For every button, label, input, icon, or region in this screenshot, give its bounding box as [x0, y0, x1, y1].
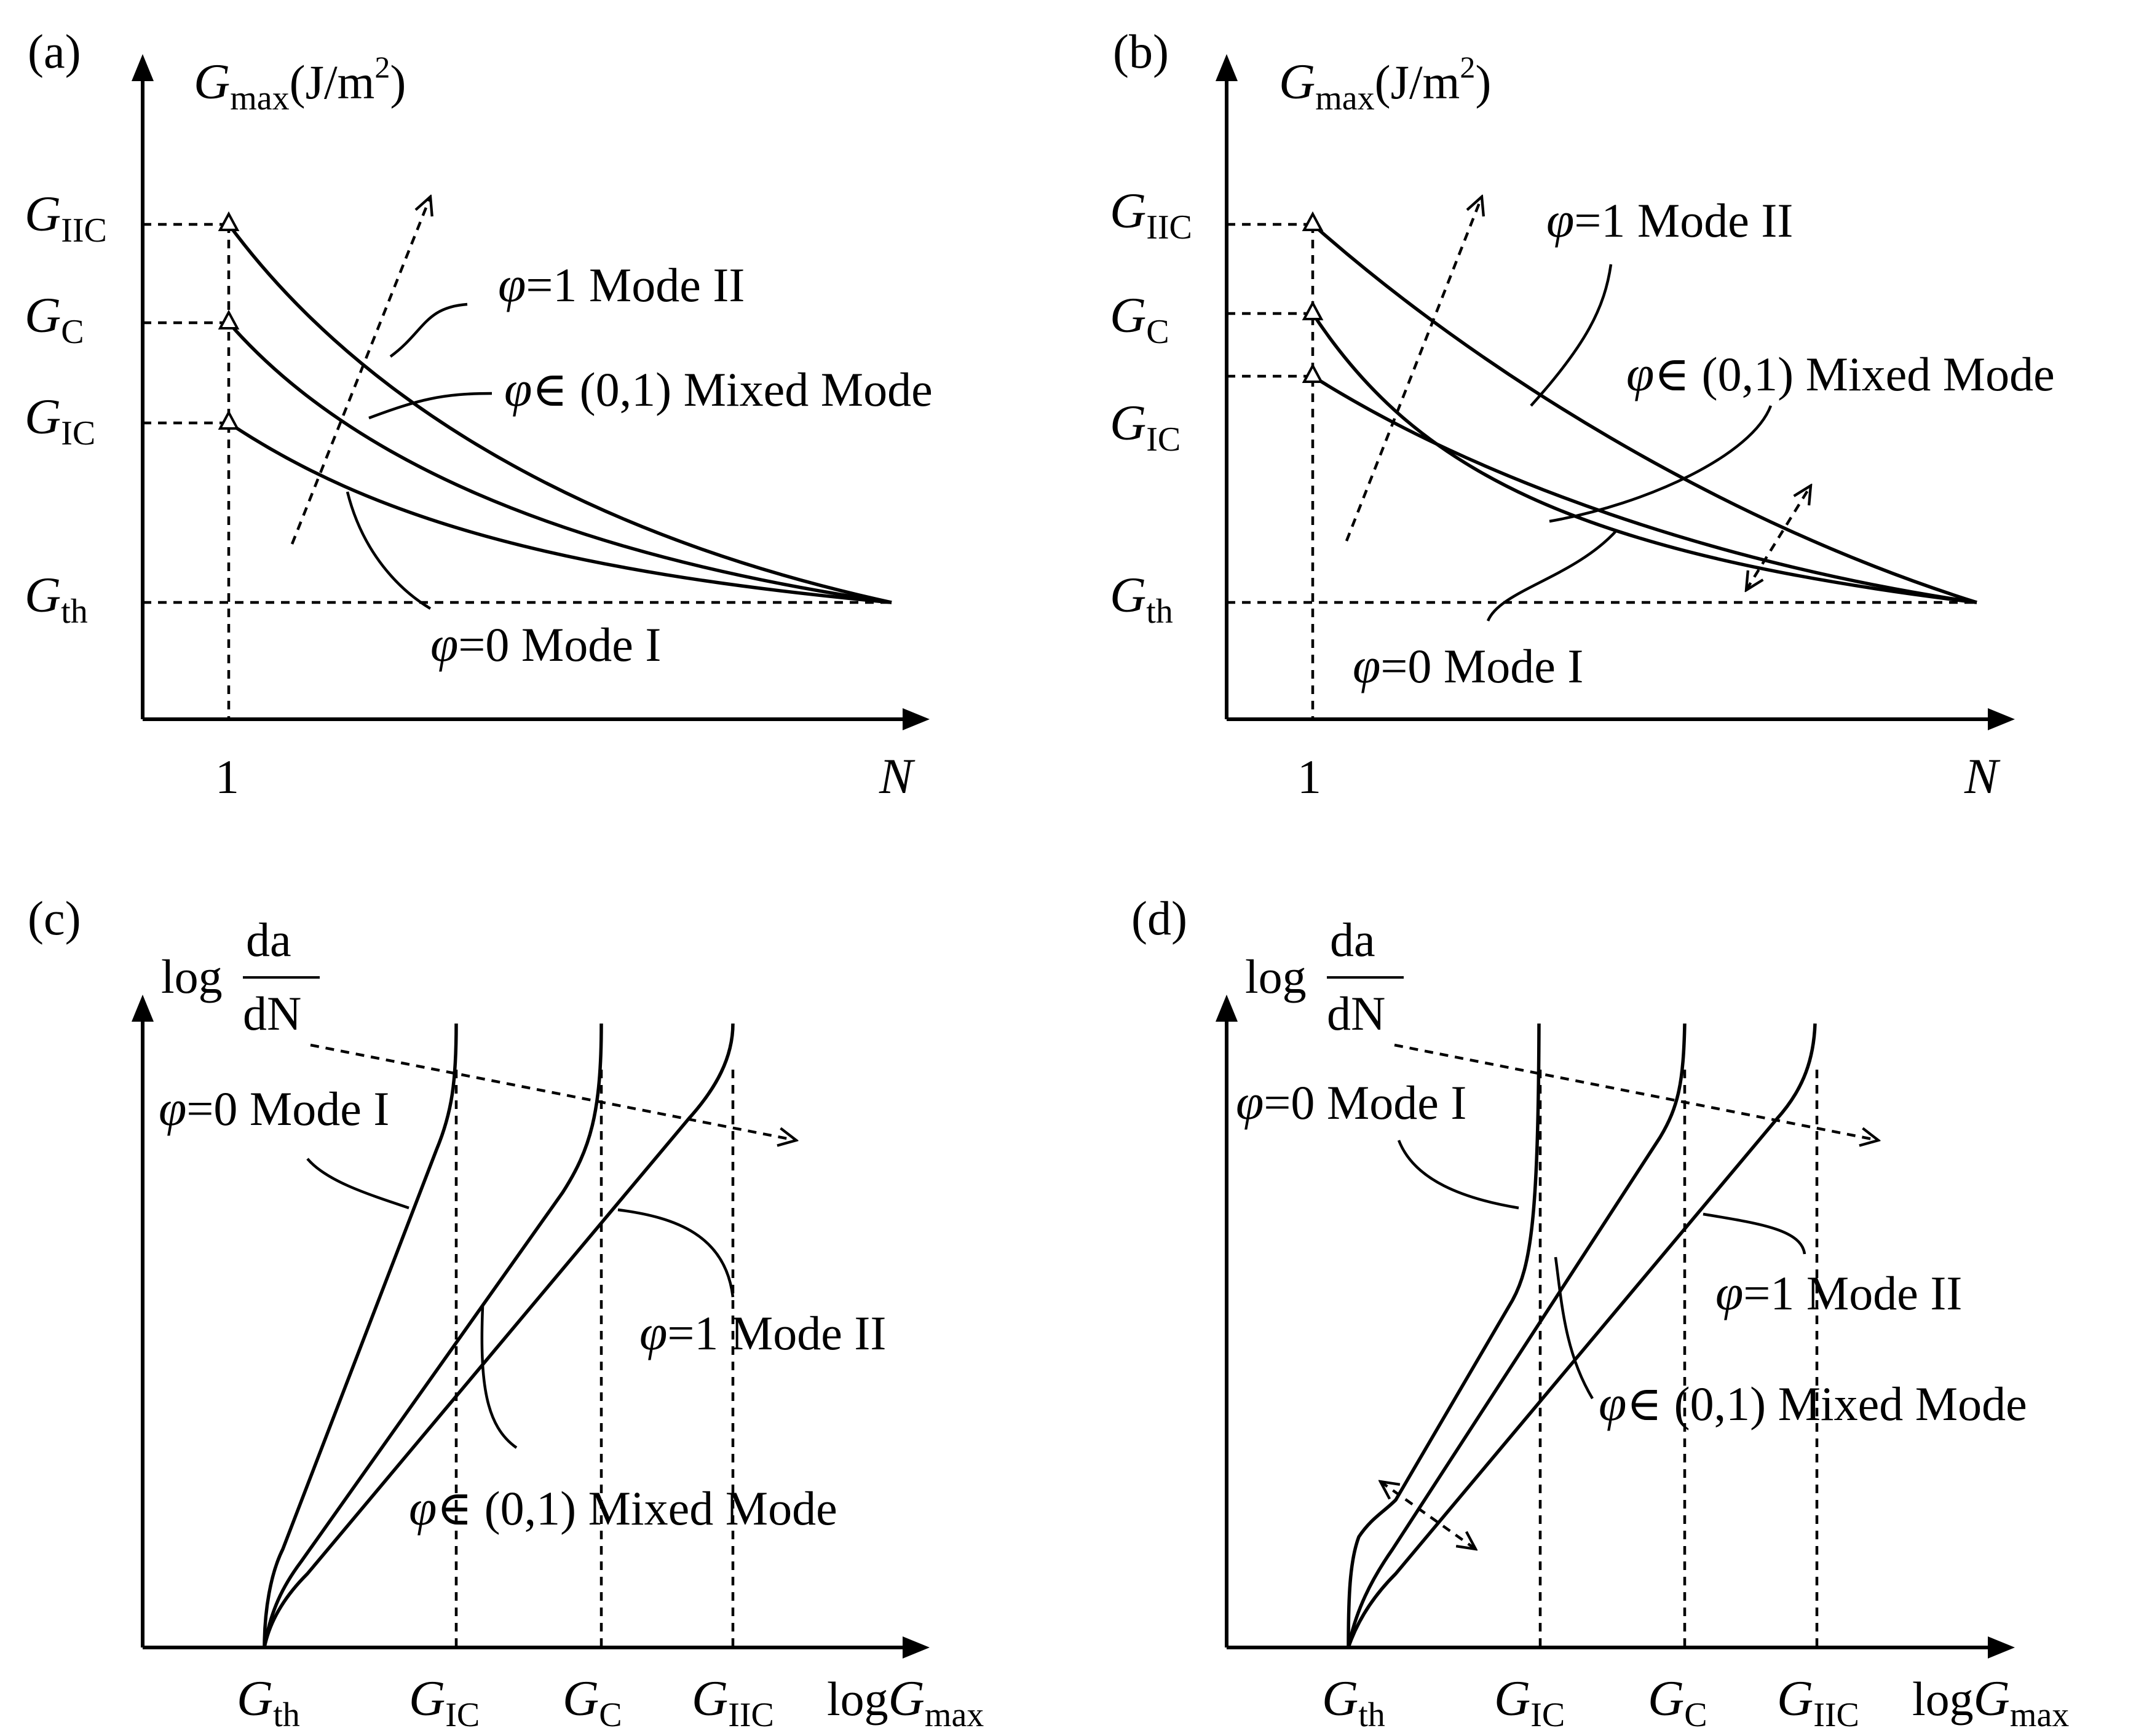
- panel-c-tick-g1c: GIC: [409, 1670, 480, 1734]
- panel-b: (b) Gmax(J/m2) GIIC GC GIC Gth 1 N φ=1 M…: [1110, 25, 2055, 804]
- panel-a-curve-mode1: [227, 421, 892, 604]
- panel-d-leader-mode1: [1397, 1140, 1519, 1210]
- panel-a-y-title: Gmax(J/m2): [194, 50, 406, 117]
- panel-b-label-mixed: φ∈ (0,1) Mixed Mode: [1626, 345, 2055, 401]
- panel-d-label-mode2: φ=1 Mode II: [1715, 1265, 1962, 1320]
- panel-c-leader-mode1: [306, 1158, 409, 1210]
- panel-c-tick-gc: GC: [563, 1670, 622, 1734]
- panel-b-y-title: Gmax(J/m2): [1279, 50, 1491, 117]
- panel-d-tick-g1c: GIC: [1494, 1670, 1565, 1734]
- panel-a-label-mode1: φ=0 Mode I: [430, 616, 661, 672]
- panel-b-tick-gc: GC: [1110, 287, 1169, 351]
- panel-c-x-title: logGmax: [827, 1670, 984, 1734]
- panel-b-x-arrow: [1988, 708, 2015, 730]
- panel-a-curve-mixed: [227, 322, 892, 604]
- panel-a-tick-g2c: GIIC: [25, 186, 107, 250]
- panel-a-leader-mode1: [346, 491, 432, 610]
- panel-c-curve-mode1: [263, 1023, 458, 1648]
- panel-a: (a) Gmax(J/m2) GIIC GC GIC Gth 1 N: [25, 25, 933, 804]
- panel-b-y-arrow: [1216, 54, 1238, 81]
- panel-a-leader-mode2: [389, 302, 468, 358]
- panel-c-tick-g2c: GIIC: [692, 1670, 774, 1734]
- panel-a-tick-g1c: GIC: [25, 389, 95, 452]
- panel-a-tick-gth: Gth: [25, 567, 88, 631]
- panel-b-x-title: N: [1964, 748, 2001, 804]
- panel-b-label: (b): [1113, 25, 1169, 78]
- panel-d-cross-arrow: [1380, 1482, 1476, 1549]
- panel-b-trend-arrow: [1345, 197, 1482, 542]
- panel-c-tick-gth: Gth: [237, 1670, 300, 1734]
- panel-d-y-log: log: [1245, 950, 1307, 1003]
- panel-c-x-arrow: [903, 1636, 930, 1659]
- panel-d-y-arrow: [1216, 995, 1238, 1022]
- panel-c: (c) log da dN Gth GIC GC GIIC logGmax φ=…: [28, 891, 984, 1734]
- panel-a-trend-arrow: [290, 197, 430, 545]
- panel-b-marker-g1c: [1302, 363, 1324, 383]
- panel-d-tick-gth: Gth: [1322, 1670, 1385, 1734]
- panel-a-label: (a): [28, 25, 81, 78]
- panel-d-curve-mixed: [1347, 1023, 1687, 1648]
- panel-c-label-mode1: φ=0 Mode I: [159, 1080, 389, 1136]
- panel-b-curve-mode2: [1311, 223, 1977, 604]
- panel-a-marker-g1c: [218, 409, 240, 430]
- panel-b-cross-arrow: [1746, 486, 1811, 590]
- panel-b-marker-g2c: [1302, 211, 1324, 231]
- panel-b-tick-gth: Gth: [1110, 567, 1173, 631]
- panel-d-tick-g2c: GIIC: [1777, 1670, 1859, 1734]
- panel-b-marker-gc: [1302, 300, 1324, 320]
- panel-c-trend-arrow: [310, 1043, 796, 1140]
- panel-b-leader-mode1: [1486, 529, 1618, 621]
- panel-d-trend-arrow: [1394, 1043, 1878, 1140]
- panel-c-y-arrow: [132, 995, 154, 1022]
- panel-b-label-mode1: φ=0 Mode I: [1353, 637, 1583, 693]
- panel-a-tick-gc: GC: [25, 287, 84, 351]
- panel-a-label-mixed: φ∈ (0,1) Mixed Mode: [504, 361, 933, 417]
- panel-c-curve-mixed: [263, 1023, 603, 1648]
- panel-a-x-tick-1: 1: [215, 750, 239, 803]
- panel-d-curve-mode2: [1347, 1023, 1817, 1648]
- panel-d-label-mode1: φ=0 Mode I: [1236, 1074, 1466, 1130]
- panel-b-x-tick-1: 1: [1297, 750, 1321, 803]
- panel-a-leader-mixed: [368, 392, 492, 420]
- panel-d-x-arrow: [1988, 1636, 2015, 1659]
- panel-d-y-num: da: [1330, 913, 1375, 966]
- panel-a-x-arrow: [903, 708, 930, 730]
- panel-d-leader-mode2: [1703, 1212, 1806, 1255]
- panel-a-marker-g2c: [218, 211, 240, 231]
- panel-a-curve-mode2: [227, 223, 892, 604]
- panel-c-y-num: da: [246, 913, 291, 966]
- panel-d-label-mixed: φ∈ (0,1) Mixed Mode: [1599, 1375, 2027, 1431]
- panel-a-label-mode2: φ=1 Mode II: [498, 256, 745, 312]
- panel-b-leader-mode2: [1530, 264, 1613, 407]
- panel-c-label: (c): [28, 891, 81, 945]
- panel-b-curve-mode1: [1311, 374, 1977, 604]
- panel-c-y-log: log: [161, 950, 223, 1003]
- panel-d: (d) log da dN Gth GIC GC GIIC logGmax φ=…: [1131, 891, 2069, 1734]
- panel-d-label: (d): [1131, 891, 1187, 945]
- panel-d-y-den: dN: [1327, 987, 1385, 1040]
- panel-b-tick-g1c: GIC: [1110, 395, 1181, 459]
- panel-c-label-mixed: φ∈ (0,1) Mixed Mode: [409, 1480, 837, 1536]
- panel-c-leader-mode2: [617, 1208, 735, 1298]
- panel-b-tick-g2c: GIIC: [1110, 183, 1192, 247]
- panel-c-label-mode2: φ=1 Mode II: [639, 1304, 886, 1360]
- panel-a-y-arrow: [132, 54, 154, 81]
- panel-b-label-mode2: φ=1 Mode II: [1546, 192, 1793, 248]
- panel-d-leader-mixed: [1554, 1257, 1594, 1400]
- panel-a-x-title: N: [879, 748, 916, 804]
- panel-d-tick-gc: GC: [1648, 1670, 1707, 1734]
- panel-d-x-title: logGmax: [1912, 1670, 2069, 1734]
- panel-b-leader-mixed: [1549, 405, 1773, 523]
- panel-c-y-den: dN: [243, 987, 301, 1040]
- panel-a-marker-gc: [218, 309, 240, 329]
- panel-c-leader-mixed: [480, 1306, 518, 1449]
